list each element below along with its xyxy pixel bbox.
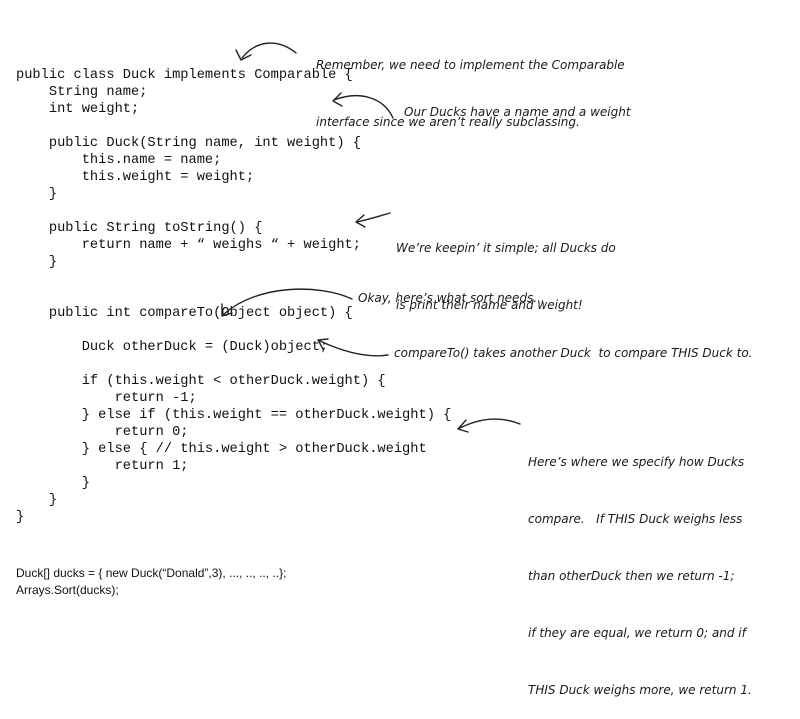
code-line: return 1;: [16, 459, 189, 474]
annotation-compare-to: compareTo() takes another Duck to compar…: [394, 346, 753, 360]
code-line: return -1;: [16, 391, 197, 406]
code-block: public class Duck implements Comparable …: [16, 67, 451, 526]
code-line: if (this.weight < otherDuck.weight) {: [16, 374, 386, 389]
usage-line-array: Duck[] ducks = { new Duck(“Donald”,3), .…: [16, 566, 287, 580]
code-line: String name;: [16, 85, 148, 100]
annotation-line: THIS Duck weighs more, we return 1.: [528, 683, 752, 697]
annotation-comparable: Remember, we need to implement the Compa…: [316, 18, 625, 151]
code-line: }: [16, 476, 90, 491]
annotation-line: is print their name and weight!: [396, 298, 583, 312]
annotation-name-weight: Our Ducks have a name and a weight: [404, 105, 631, 119]
code-line: public int compareTo(Object object) {: [16, 306, 353, 321]
code-line: return name + “ weighs “ + weight;: [16, 238, 361, 253]
code-line: }: [16, 187, 58, 202]
annotation-sort-needs: Okay, here’s what sort needs...: [358, 291, 545, 305]
annotation-line: We’re keepin’ it simple; all Ducks do: [396, 241, 616, 255]
arrow-specify: [457, 418, 521, 433]
annotation-line: compare. If THIS Duck weighs less: [528, 512, 743, 526]
code-line: } else if (this.weight == otherDuck.weig…: [16, 408, 452, 423]
code-line: this.name = name;: [16, 153, 222, 168]
usage-line-sort: Arrays.Sort(ducks);: [16, 583, 119, 597]
code-line: public String toString() {: [16, 221, 263, 236]
code-line: Duck otherDuck = (Duck)object;: [16, 340, 329, 355]
code-line: }: [16, 255, 58, 270]
code-line: int weight;: [16, 102, 140, 117]
annotation-line: Here’s where we specify how Ducks: [528, 455, 745, 469]
code-line: this.weight = weight;: [16, 170, 255, 185]
arrow-comparable: [235, 42, 297, 61]
annotation-to-string: We’re keepin’ it simple; all Ducks do is…: [396, 201, 616, 334]
code-line: public Duck(String name, int weight) {: [16, 136, 361, 151]
code-line: return 0;: [16, 425, 189, 440]
annotation-line: than otherDuck then we return -1;: [528, 569, 735, 583]
code-line: }: [16, 493, 58, 508]
annotation-specify: Here’s where we specify how Ducks compar…: [528, 415, 752, 719]
annotation-line: Remember, we need to implement the Compa…: [316, 58, 625, 72]
code-line: public class Duck implements Comparable …: [16, 68, 353, 83]
annotation-line: if they are equal, we return 0; and if: [528, 626, 746, 640]
code-line: } else { // this.weight > otherDuck.weig…: [16, 442, 427, 457]
code-line: }: [16, 510, 25, 525]
